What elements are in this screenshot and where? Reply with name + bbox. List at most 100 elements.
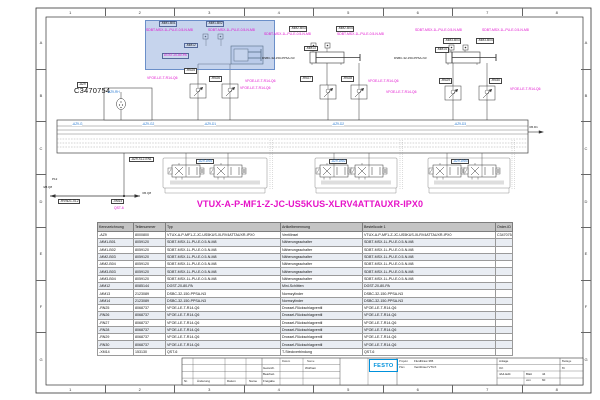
component-tag-az9[interactable]: -AZ9	[77, 82, 88, 88]
parts-list-cell: -RN25	[97, 303, 134, 313]
component-tag-mm3-b04[interactable]: -MM3-B04	[476, 38, 495, 44]
type-text-vfoe-25: VFOE-LE-T-R14-Q6	[147, 76, 178, 80]
type-text-vfoe-27: VFOE-LE-T-R14-Q6	[245, 79, 276, 83]
bearbeitet-label: Bearbeit.	[263, 372, 276, 376]
parts-list-cell: -MM12	[97, 282, 134, 291]
plan-label: Plan	[399, 364, 405, 369]
parts-list-cell: SDBT-MSX-1L-PU-E-0.5-N-M8	[165, 267, 281, 276]
parts-list-cell: Näherungsschalter	[280, 267, 363, 276]
parts-list-cell: VFOE-LE-T-R14-Q6	[362, 303, 496, 313]
projekt-label: Projekt	[399, 358, 408, 363]
type-text-vfoe-29: VFOE-LE-T-R14-Q6	[386, 90, 417, 94]
port-label-p12: P12	[52, 177, 58, 181]
component-tag-rn28[interactable]: -RN28	[341, 76, 354, 82]
edit-field: 4A4-Edit	[499, 371, 511, 376]
parts-list-column-header: Order-ID	[495, 222, 513, 232]
parts-list-cell	[495, 260, 513, 269]
parts-list-cell: VFOE-LE-T-R14-Q6	[362, 340, 496, 349]
parts-list-cell: 2123089	[133, 289, 166, 298]
plan-value: Ventilinsel VTUX	[414, 364, 437, 369]
type-text-sdbt-6: SDBT-MSX-1L-PU-E-0.5-N-M8	[482, 28, 529, 32]
blatt-label: Blatt	[526, 371, 533, 376]
component-tag-mm12[interactable]: -MM12	[184, 42, 198, 49]
type-text-sdbt-5: SDBT-MSX-1L-PU-E-0.5-N-M8	[415, 28, 462, 32]
frame-coordinate-label: B	[36, 70, 46, 123]
frame-coordinate-label: F	[36, 281, 46, 334]
parts-list-cell: VFOE-LE-T-R14-Q6	[165, 303, 281, 313]
component-tag-rn25[interactable]: -RN25	[184, 68, 197, 74]
parts-list-column-header: Teilenummer	[133, 222, 166, 232]
parts-list-cell	[495, 318, 513, 327]
frame-coordinate-label: F	[581, 281, 591, 334]
component-tag-rn30[interactable]: -RN30	[489, 78, 502, 84]
parts-list-cell	[495, 333, 513, 342]
component-tag-rvw21-xl2[interactable]: -RVW21-XL2	[58, 198, 81, 205]
component-tag-az9-rh: -AZ9-RH	[107, 89, 120, 94]
component-tag-mm2-b04[interactable]: -MM2-B04	[336, 26, 355, 32]
component-tag-rn27[interactable]: -RN27	[300, 76, 313, 82]
parts-list-cell: 8068737	[133, 333, 166, 342]
type-text-qst6: QST-6	[114, 205, 124, 210]
parts-list-cell: Drossel-Rückschlagventil	[280, 311, 363, 320]
parts-list-cell: -MM1-B01	[97, 238, 134, 247]
frame-coordinate-label: 4	[245, 385, 314, 393]
parts-list-cell: Drossel-Rückschlagventil	[280, 303, 363, 313]
parts-list-cell: VFOE-LE-T-R14-Q6	[362, 311, 496, 320]
type-text-vfoe-28: VFOE-LE-T-R14-Q6	[368, 79, 399, 83]
component-tag-mm1-b01[interactable]: -MM1-B01	[159, 21, 178, 27]
parts-list-cell: Näherungsschalter	[280, 252, 363, 262]
frame-coordinate-label: C	[581, 122, 591, 176]
gezeichnet-name: Wolfram	[305, 365, 317, 370]
frame-coordinate-label: 1	[36, 385, 106, 393]
crossref-45-q8: /45.Q8	[142, 191, 152, 195]
frame-coordinate-label: 3	[175, 385, 245, 393]
component-tag-az9-xl2-en1[interactable]: -AZ9-XL2-EN1	[129, 156, 154, 163]
approval-datum-header: Datum	[282, 359, 291, 363]
parts-list-cell: -MM2-B03	[97, 252, 134, 262]
parts-list-cell	[495, 274, 513, 284]
parts-list-cell: 8000800	[133, 230, 166, 240]
component-tag-mm2-b03[interactable]: -MM2-B03	[289, 26, 308, 32]
parts-list-cell	[495, 303, 513, 313]
component-tag-mm13[interactable]: -MM13	[304, 45, 318, 52]
component-tag-mm1-b02[interactable]: -MM1-B02	[206, 21, 225, 27]
parts-list-cell: VFOE-LE-T-R14-Q6	[165, 340, 281, 349]
parts-list-cell: SDBT-MSX-1L-PU-E-0.5-N-M8	[362, 238, 496, 247]
component-tag-xm14[interactable]: -XM14	[111, 198, 124, 205]
approval-name-header: Name	[307, 359, 315, 363]
component-tag-rn26[interactable]: -RN26	[209, 76, 222, 82]
parts-list-cell: -RN29	[97, 333, 134, 342]
frame-coordinate-label: 1	[36, 8, 106, 16]
parts-list-cell	[495, 238, 513, 247]
parts-list-cell: VFOE-LE-T-R14-Q6	[165, 311, 281, 320]
frame-coordinate-label: 7	[453, 385, 523, 393]
bl-label: Bl.	[562, 365, 566, 370]
component-tag-rn29[interactable]: -RN29	[439, 78, 452, 84]
component-tag-mm14[interactable]: -MM14	[435, 47, 449, 53]
parts-list-cell: Drossel-Rückschlagventil	[280, 340, 363, 349]
parts-list-column-header: Typ	[165, 222, 281, 232]
parts-list-cell: 8059120	[133, 238, 166, 247]
parts-list-cell: Drossel-Rückschlagventil	[280, 318, 363, 327]
parts-list-cell: 8068737	[133, 325, 166, 335]
component-tag-mm3-b03[interactable]: -MM3-B03	[443, 38, 462, 44]
